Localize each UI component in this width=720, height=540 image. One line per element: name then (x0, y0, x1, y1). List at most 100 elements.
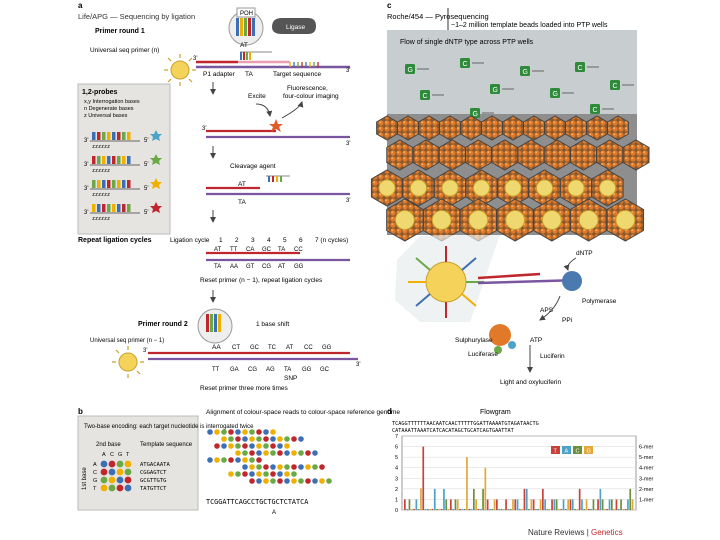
probe-base (102, 204, 106, 212)
primer-round-1-label: Primer round 1 (95, 28, 145, 35)
y-tick-label: 3 (395, 476, 398, 482)
nucleotide-box (470, 108, 480, 118)
nucleotide-label: C (463, 61, 468, 68)
matrix-cell (108, 484, 116, 492)
read-dot (242, 429, 248, 435)
probe-base (112, 180, 116, 188)
read-dot (249, 457, 255, 463)
probe-5prime: 5' (144, 210, 148, 216)
nucleotide-label: G (473, 111, 478, 118)
excite-label: Excite (248, 93, 266, 100)
flowgram-bar (431, 508, 434, 510)
probes-title: 1,2-probes (82, 89, 118, 96)
read-dot (284, 450, 290, 456)
template-seq: ATGACAATA (140, 462, 170, 468)
template-bead (598, 179, 617, 197)
repeat-ligation-cycles-label: Repeat ligation cycles (78, 237, 152, 244)
read-dot (277, 450, 283, 456)
read-dot (249, 443, 255, 449)
atp-label: ATP (530, 337, 542, 344)
panel-b: b Two-base encoding: each target nucleot… (77, 407, 400, 516)
reference-arrow-label: A (272, 510, 276, 516)
round2-pair: CC (304, 345, 313, 351)
nucleotide-label: G (408, 67, 413, 74)
matrix-row-header: G (93, 478, 97, 484)
flowgram-bar (535, 508, 537, 510)
read-dot (256, 478, 262, 484)
flowgram-bar (456, 499, 459, 510)
template-bead (578, 210, 599, 230)
read-dot (242, 471, 248, 477)
universal-primer-2-label: Universal seq primer (n − 1) (90, 338, 164, 344)
legend-swatch (551, 446, 560, 454)
probe-universal-bases: zzzzzz (92, 216, 110, 222)
read-dot (277, 443, 283, 449)
second-base-label: 2nd base (96, 442, 121, 448)
flowgram-bar (569, 499, 572, 510)
template-bead (615, 210, 636, 230)
read-dot (214, 443, 220, 449)
matrix-cell (116, 476, 124, 484)
nucleotide-box (575, 62, 585, 72)
read-dot (256, 464, 262, 470)
read-dot (277, 471, 283, 477)
y-tick-label: 4 (395, 466, 398, 472)
ptp-well (622, 139, 650, 171)
ligase-label: Ligase (286, 24, 306, 31)
cycle-pair-bottom: GT (246, 264, 255, 270)
y-tick-label: 1 (395, 497, 398, 503)
probe-base (122, 132, 126, 140)
legend-label: A (565, 449, 569, 455)
probe-universal-bases: zzzzzz (92, 192, 110, 198)
poh-label: POH (240, 11, 253, 17)
journal-footer: Nature Reviews | Genetics (528, 528, 623, 537)
template-seq: CGGAGTCT (140, 470, 167, 476)
read-dot (228, 443, 234, 449)
read-dot (298, 478, 304, 484)
read-dot (305, 464, 311, 470)
flowgram-bar (427, 508, 429, 510)
probe-base (107, 180, 111, 188)
matrix-cell (116, 460, 124, 468)
aa-label: AA (212, 344, 221, 351)
panel-a-label: a (78, 1, 83, 10)
flowgram-title: Flowgram (480, 409, 511, 416)
target-sequence-label: Target sequence (273, 71, 321, 78)
flowgram-bar (519, 508, 521, 510)
flowgram-bar (611, 499, 613, 510)
read-dot (263, 429, 269, 435)
read-dot (284, 464, 290, 470)
flowgram-bar (438, 508, 441, 510)
reset-three-label: Reset primer three more times (200, 385, 289, 392)
nucleotide-box (460, 58, 470, 68)
matrix-cell (108, 476, 116, 484)
panel-c-title: Roche/454 — Pyrosequencing (387, 12, 489, 21)
read-dot (326, 478, 332, 484)
flowgram-bar (629, 488, 632, 510)
flowgram-bar (433, 488, 436, 510)
flowgram-bar (429, 508, 431, 510)
flowgram-bar (415, 499, 418, 510)
read-dot (228, 457, 234, 463)
read-dot (242, 464, 248, 470)
matrix-cell (108, 460, 116, 468)
nucleotide-box (550, 88, 560, 98)
three-prime-a5: 3' (346, 198, 350, 204)
template-bead (441, 179, 459, 197)
cycle-pair-bottom: AT (278, 264, 286, 270)
read-dot (312, 478, 318, 484)
flowgram-bar (528, 508, 530, 510)
matrix-cell (124, 476, 132, 484)
flowgram-bar (562, 499, 565, 510)
read-dot (270, 450, 276, 456)
round2-bottom-pair: TT (212, 367, 220, 373)
panel-b-label: b (78, 407, 83, 416)
flowgram-bar (514, 499, 517, 510)
fluorescence-label: Fluorescence, (287, 85, 328, 92)
flowgram-bar (521, 508, 523, 510)
read-dot (221, 443, 227, 449)
beads-label: ~1–2 million template beads loaded into … (451, 22, 608, 29)
flowgram-bar (498, 508, 500, 510)
